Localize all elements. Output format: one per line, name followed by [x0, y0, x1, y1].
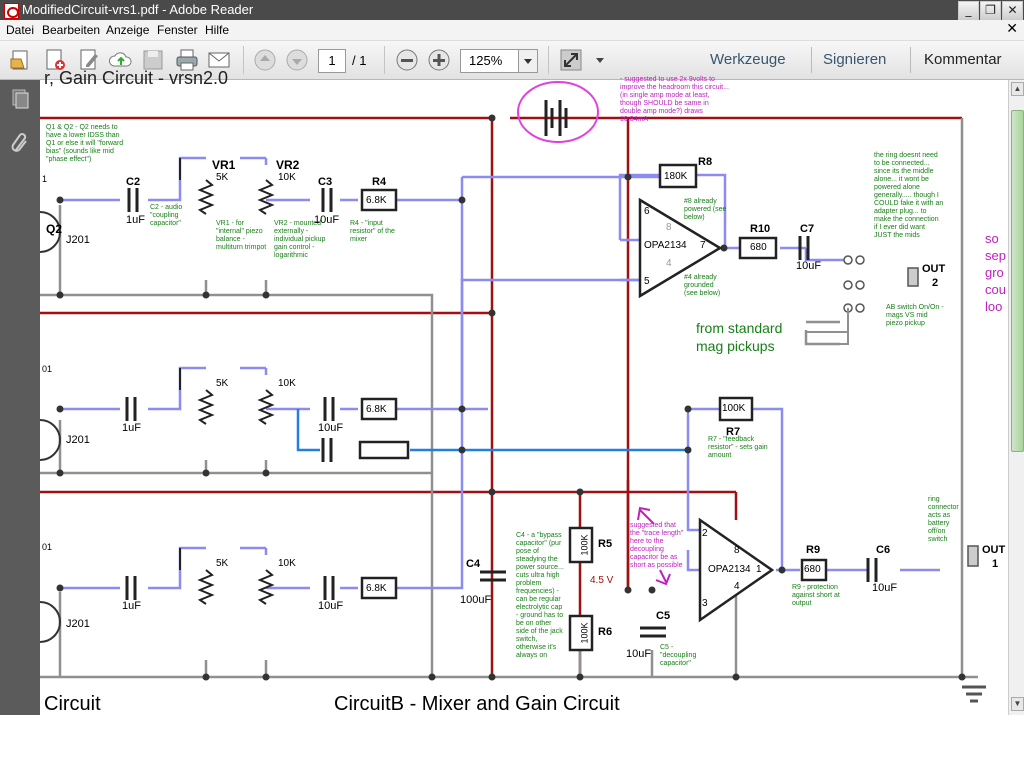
- page-total: / 1: [352, 53, 367, 68]
- print-icon[interactable]: [174, 47, 200, 73]
- menu-file[interactable]: Datei: [6, 23, 35, 37]
- window-title: ModifiedCircuit-vrs1.pdf - Adobe Reader: [22, 2, 254, 17]
- full-screen-icon[interactable]: [558, 47, 584, 73]
- scroll-down-arrow-icon[interactable]: ▼: [1011, 697, 1024, 711]
- minimize-button[interactable]: _: [958, 1, 979, 20]
- menu-help[interactable]: Hilfe: [205, 23, 230, 37]
- bottom-area: [0, 715, 1024, 768]
- zoom-value: 125%: [469, 53, 503, 68]
- circuit-schematic: [40, 81, 986, 703]
- title-bar: ModifiedCircuit-vrs1.pdf - Adobe Reader …: [0, 0, 1024, 20]
- email-icon[interactable]: [206, 47, 232, 73]
- menu-bar: Datei Bearbeiten Anzeige Fenster Hilfe ✕: [0, 20, 1024, 41]
- open-icon[interactable]: [8, 47, 34, 73]
- customize-toolbar-icon[interactable]: [594, 55, 606, 65]
- page-number-input[interactable]: 1: [318, 49, 346, 73]
- previous-page-icon[interactable]: [252, 47, 278, 73]
- close-window-button[interactable]: ✕: [1002, 1, 1023, 20]
- zoom-out-icon[interactable]: [394, 47, 420, 73]
- pages-panel-icon[interactable]: [10, 88, 30, 110]
- menu-edit[interactable]: Bearbeiten: [42, 23, 101, 37]
- edit-pdf-icon[interactable]: [76, 47, 102, 73]
- tools-button[interactable]: Werkzeuge: [710, 51, 786, 68]
- toolbar: 1 / 1 125% Werkzeuge Signieren Kommentar: [0, 41, 1024, 80]
- chevron-down-icon[interactable]: [518, 50, 537, 72]
- attachments-paperclip-icon[interactable]: [10, 132, 30, 154]
- menu-view[interactable]: Anzeige: [106, 23, 150, 37]
- close-document-button[interactable]: ✕: [1006, 21, 1018, 37]
- vertical-scrollbar[interactable]: ▲ ▼: [1008, 80, 1024, 715]
- sign-button[interactable]: Signieren: [823, 51, 887, 68]
- comment-button[interactable]: Kommentar: [924, 51, 1002, 68]
- navigation-pane: [0, 80, 40, 715]
- create-pdf-icon[interactable]: [42, 47, 68, 73]
- document-canvas[interactable]: [40, 80, 1008, 715]
- scroll-up-arrow-icon[interactable]: ▲: [1011, 82, 1024, 96]
- menu-window[interactable]: Fenster: [157, 23, 198, 37]
- save-icon[interactable]: [140, 47, 166, 73]
- zoom-select[interactable]: 125%: [460, 49, 538, 73]
- pdf-icon: [4, 3, 19, 19]
- upload-cloud-icon[interactable]: [108, 47, 134, 73]
- next-page-icon[interactable]: [284, 47, 310, 73]
- restore-button[interactable]: ❐: [980, 1, 1001, 20]
- zoom-in-icon[interactable]: [426, 47, 452, 73]
- scrollbar-thumb[interactable]: [1011, 110, 1024, 452]
